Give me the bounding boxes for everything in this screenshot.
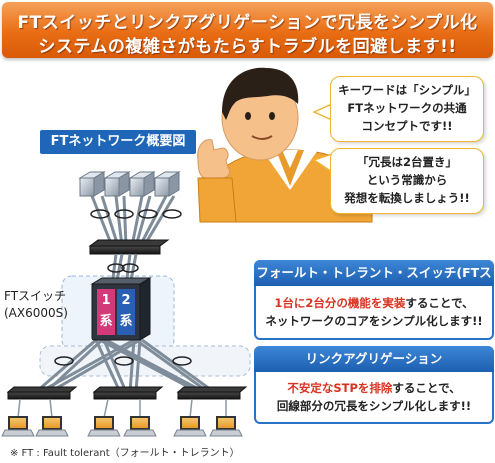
ft-switch-panel-line2: ネットワークのコアをシンプル化します!!: [265, 314, 483, 328]
ft-switch-label: FTスイッチ (AX6000S): [4, 288, 68, 322]
ft-switch-panel-body: 1台に2台分の機能を実装することで、 ネットワークのコアをシンプル化します!!: [256, 294, 492, 330]
system-2-unit: [117, 289, 135, 335]
laptop: [123, 416, 157, 437]
speech-bubble-keyword: キーワードは「シンプル」 FTネットワークの共通 コンセプトです!!: [330, 76, 484, 142]
ft-switch-model: (AX6000S): [4, 306, 68, 320]
ft-switch-panel-line1: 1台に2台分の機能を実装することで、: [256, 294, 492, 312]
laptop: [35, 416, 69, 437]
link-aggregation-panel-title: リンクアグリゲーション: [254, 346, 494, 372]
ft-switch-panel: フォールト・トレラント・スイッチ(FTスイッチ) 1台に2台分の機能を実装するこ…: [254, 260, 494, 340]
access-cables: [35, 338, 215, 394]
speech-bubble-redundancy: 「冗長は2台置き」 という常識から 発想を転換しましょう!!: [330, 148, 484, 214]
server: [153, 171, 181, 197]
system-1-label: 1 系: [97, 290, 115, 332]
ft-switch-highlight: 1台に2台分の機能を実装: [274, 296, 406, 310]
access-switch: [6, 386, 78, 400]
header-banner: FTスイッチとリンクアグリゲーションで冗長をシンプル化 システムの複雑さがもたら…: [2, 2, 493, 58]
bubble-line: 「冗長は2台置き」: [356, 155, 457, 169]
system-2-number: 2: [121, 293, 131, 308]
link-aggregation-rings: [90, 209, 182, 219]
access-switch: [92, 386, 164, 400]
bubble-line: FTネットワークの共通: [347, 101, 467, 115]
banner-title: FTスイッチとリンクアグリゲーションで冗長をシンプル化: [17, 13, 478, 33]
system-1-unit: [97, 289, 115, 335]
server-group: [78, 171, 181, 197]
link-aggregation-line1-rest: することで、: [392, 381, 461, 395]
link-aggregation-highlight: 不安定なSTPを排除: [287, 381, 393, 395]
diagram-title: FTネットワーク概要図: [40, 130, 196, 154]
ft-switch-line1-rest: することで、: [405, 296, 474, 310]
link-aggregation-panel-line1: 不安定なSTPを排除することで、: [256, 379, 492, 397]
system-2-kanji: 系: [119, 314, 133, 329]
bubble-line: コンセプトです!!: [361, 119, 453, 133]
server-cables: [90, 195, 176, 247]
laptop-group: [1, 416, 243, 437]
server-switch: [88, 239, 170, 255]
link-aggregation-panel: リンクアグリゲーション 不安定なSTPを排除することで、 回線部分の冗長をシンプ…: [254, 346, 494, 424]
link-aggregation-rings: [54, 356, 192, 366]
server: [78, 171, 106, 197]
system-1-kanji: 系: [99, 314, 113, 329]
laptop: [87, 416, 121, 437]
banner-subtitle: システムの複雑さがもたらすトラブルを回避します!!: [38, 37, 457, 57]
laptop-cables: [17, 398, 227, 419]
system-1-number: 1: [101, 293, 111, 308]
bubble-line: キーワードは「シンプル」: [338, 83, 476, 97]
ft-switch-panel-title: フォールト・トレラント・スイッチ(FTスイッチ): [254, 260, 494, 306]
laptop: [209, 416, 243, 437]
bubble-line: 発想を転換しましょう!!: [344, 191, 470, 205]
server: [103, 171, 131, 197]
bubble-line: という常識から: [366, 173, 448, 187]
laptop: [1, 416, 35, 437]
access-switch: [176, 386, 248, 400]
link-aggregation-panel-line2: 回線部分の冗長をシンプル化します!!: [276, 399, 472, 413]
ft-switch-name: FTスイッチ: [4, 289, 67, 303]
link-aggregation-panel-body: 不安定なSTPを排除することで、 回線部分の冗長をシンプル化します!!: [256, 379, 492, 415]
footnote: ※ FT : Fault tolerant（フォールト・トレラント）: [10, 448, 240, 459]
server: [128, 171, 156, 197]
laptop: [173, 416, 207, 437]
ft-core-switch: [90, 277, 152, 341]
system-2-label: 2 系: [117, 290, 135, 332]
link-aggregation-rings: [107, 263, 139, 273]
